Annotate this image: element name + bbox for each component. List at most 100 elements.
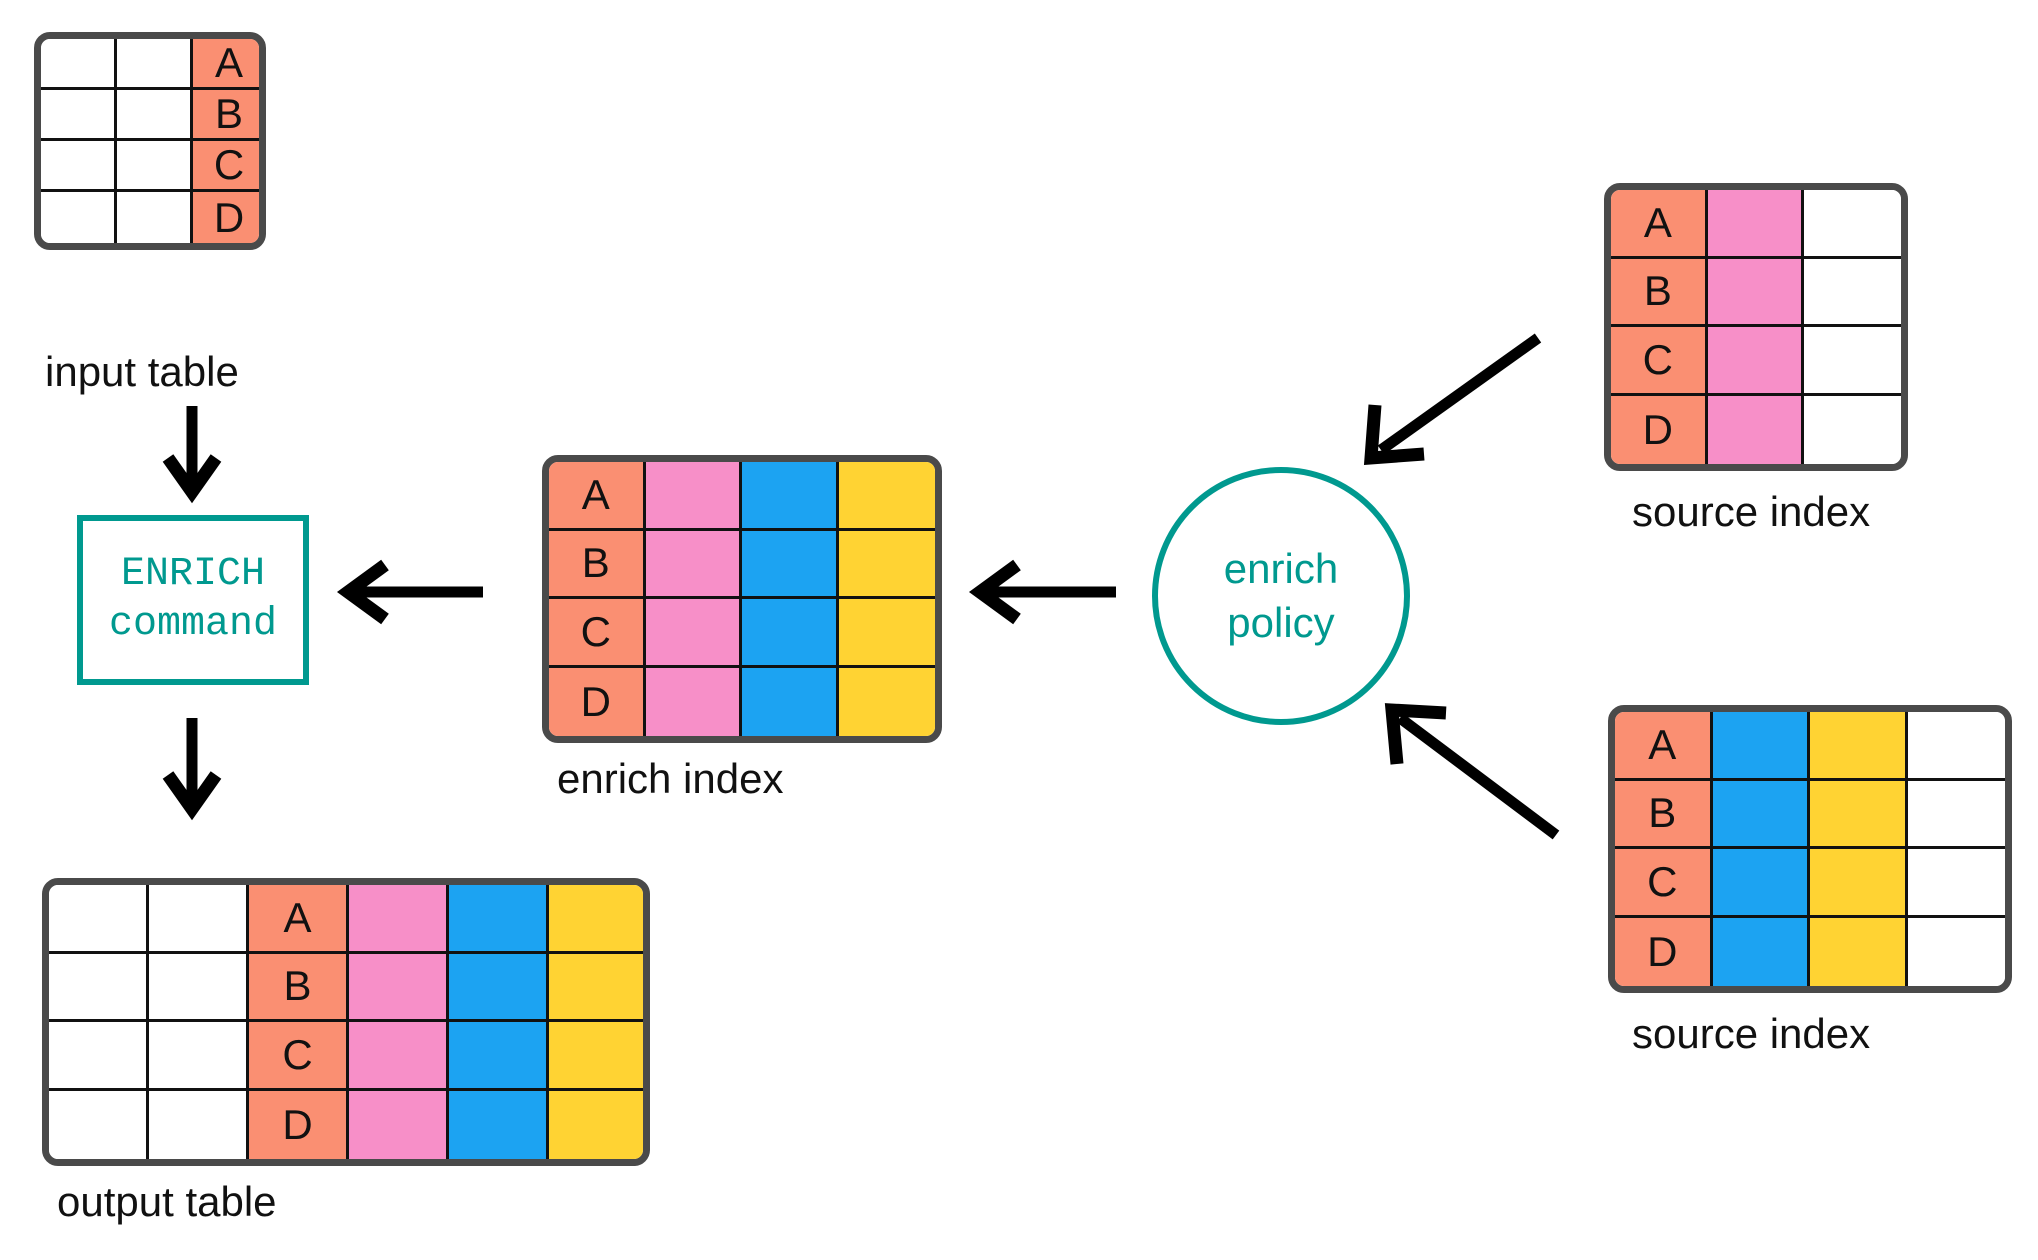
table-cell <box>645 462 742 531</box>
enrich-policy-node[interactable]: enrich policy <box>1152 467 1410 725</box>
table-cell <box>645 599 742 668</box>
table-cell: C <box>193 141 259 192</box>
enrich-command-line2: command <box>108 602 278 647</box>
table-cell: C <box>1615 849 1713 918</box>
table-cell <box>838 462 935 531</box>
table-cell: B <box>193 90 259 141</box>
table-cell <box>1907 849 2005 918</box>
table-cell: B <box>1615 780 1713 849</box>
table-cell <box>349 1022 449 1091</box>
enrich-command-line1: ENRICH <box>120 552 266 597</box>
table-cell <box>549 885 643 954</box>
table-cell: A <box>1611 190 1708 259</box>
output-table-caption: output table <box>57 1178 277 1225</box>
table-cell <box>1707 258 1805 327</box>
table-cell <box>1804 327 1901 396</box>
table-cell <box>117 141 193 192</box>
table-cell <box>1810 712 1908 781</box>
table-cell <box>1810 780 1908 849</box>
table-cell: B <box>249 953 349 1022</box>
table-cell <box>1804 258 1901 327</box>
table-cell <box>117 192 193 243</box>
table-cell <box>1804 190 1901 259</box>
table-cell <box>449 953 549 1022</box>
table-cell <box>41 192 117 243</box>
table-cell <box>549 953 643 1022</box>
table-cell: D <box>1611 395 1708 464</box>
table-cell <box>349 885 449 954</box>
table-cell <box>149 1022 249 1091</box>
table-cell <box>49 953 149 1022</box>
table-cell: B <box>1611 258 1708 327</box>
table-cell <box>449 1090 549 1159</box>
table-cell: D <box>549 667 646 736</box>
arrow-enrich-index-to-enrich-command <box>336 559 483 625</box>
arrow-input-table-to-enrich-command <box>162 406 222 504</box>
table-cell: C <box>249 1022 349 1091</box>
table-cell <box>41 90 117 141</box>
table-cell <box>1810 849 1908 918</box>
enrich-policy-line1: enrich <box>1223 545 1339 593</box>
table-cell: B <box>549 530 646 599</box>
table-cell <box>549 1022 643 1091</box>
table-cell <box>1907 780 2005 849</box>
table-cell <box>117 39 193 90</box>
table-cell <box>838 599 935 668</box>
table-cell: D <box>249 1090 349 1159</box>
source-index-top-caption: source index <box>1632 488 1871 535</box>
enrich-command-box[interactable]: ENRICH command <box>77 515 309 685</box>
table-cell <box>1707 190 1805 259</box>
enrich-policy-line2: policy <box>1227 599 1335 646</box>
table-cell <box>1712 849 1810 918</box>
table-cell <box>742 667 839 736</box>
table-cell <box>449 885 549 954</box>
table-cell <box>49 1022 149 1091</box>
arrow-enrich-policy-to-enrich-index <box>968 559 1116 625</box>
table-cell <box>1810 917 1908 986</box>
enrich-index-caption: enrich index <box>557 755 784 802</box>
table-cell <box>1712 917 1810 986</box>
table-cell <box>645 530 742 599</box>
table-cell: D <box>193 192 259 243</box>
table-cell <box>449 1022 549 1091</box>
table-cell <box>1712 712 1810 781</box>
table-cell <box>149 885 249 954</box>
table-cell <box>742 530 839 599</box>
source-index-bottom-caption: source index <box>1632 1010 1871 1057</box>
table-cell <box>742 599 839 668</box>
table-cell <box>349 953 449 1022</box>
table-cell: C <box>549 599 646 668</box>
table-cell: A <box>1615 712 1713 781</box>
input-table-caption: input table <box>45 348 239 395</box>
table-cell <box>117 90 193 141</box>
table-cell <box>1712 780 1810 849</box>
table-cell <box>349 1090 449 1159</box>
table-cell <box>645 667 742 736</box>
table-cell <box>41 39 117 90</box>
table-cell <box>1907 712 2005 781</box>
arrow-source-index-bottom-to-enrich-policy <box>1384 703 1560 840</box>
table-cell: A <box>549 462 646 531</box>
table-cell <box>49 885 149 954</box>
table-cell <box>742 462 839 531</box>
table-cell <box>838 530 935 599</box>
table-cell <box>1804 395 1901 464</box>
table-cell <box>1707 395 1805 464</box>
table-cell <box>41 141 117 192</box>
table-cell: C <box>1611 327 1708 396</box>
table-cell: D <box>1615 917 1713 986</box>
table-cell <box>1707 327 1805 396</box>
table-cell: A <box>249 885 349 954</box>
table-cell: A <box>193 39 259 90</box>
table-cell <box>838 667 935 736</box>
table-cell <box>549 1090 643 1159</box>
table-cell <box>149 953 249 1022</box>
table-cell <box>49 1090 149 1159</box>
arrow-source-index-top-to-enrich-policy <box>1363 333 1542 466</box>
table-cell <box>1907 917 2005 986</box>
